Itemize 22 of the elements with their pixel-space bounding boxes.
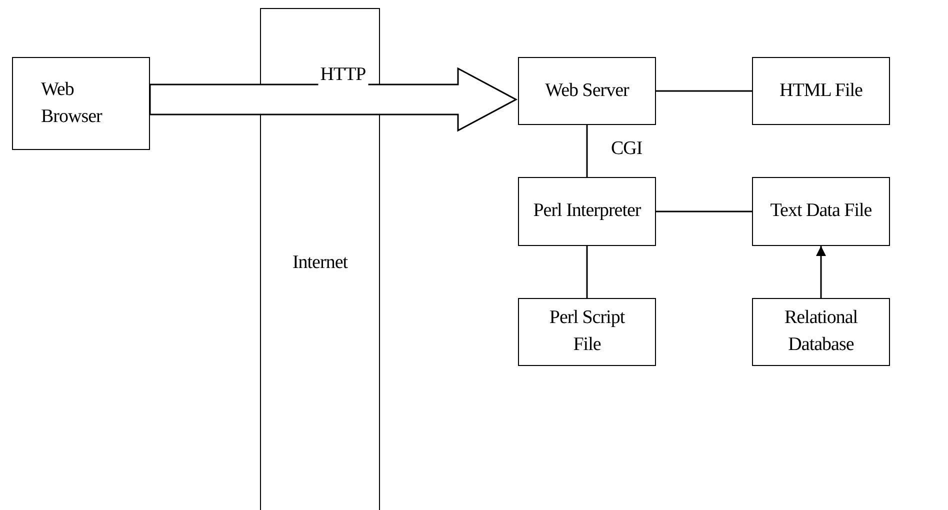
- process-box: [12, 57, 150, 150]
- node-label: Relational Database: [783, 306, 859, 357]
- connector-line: [656, 210, 752, 212]
- node-label: Perl Interpreter: [533, 199, 641, 224]
- block-arrow: [149, 67, 518, 132]
- process-box: [518, 177, 656, 246]
- connector-line: [586, 246, 588, 298]
- node-label: Internet: [292, 251, 348, 276]
- process-box: [518, 298, 656, 366]
- node-label: Web Browser: [41, 78, 104, 128]
- process-box: [518, 57, 656, 125]
- connector-line: [656, 90, 752, 92]
- node-label: Web Server: [545, 78, 629, 103]
- process-box: [752, 298, 890, 366]
- arrow: [816, 246, 826, 298]
- node-label: Perl Script File: [548, 306, 626, 357]
- process-box: [752, 177, 890, 246]
- node-label: Text Data File: [770, 199, 872, 224]
- node-label: HTML File: [780, 78, 862, 103]
- process-box: [752, 57, 890, 125]
- network-band: [260, 8, 380, 510]
- connector-line: [586, 125, 588, 177]
